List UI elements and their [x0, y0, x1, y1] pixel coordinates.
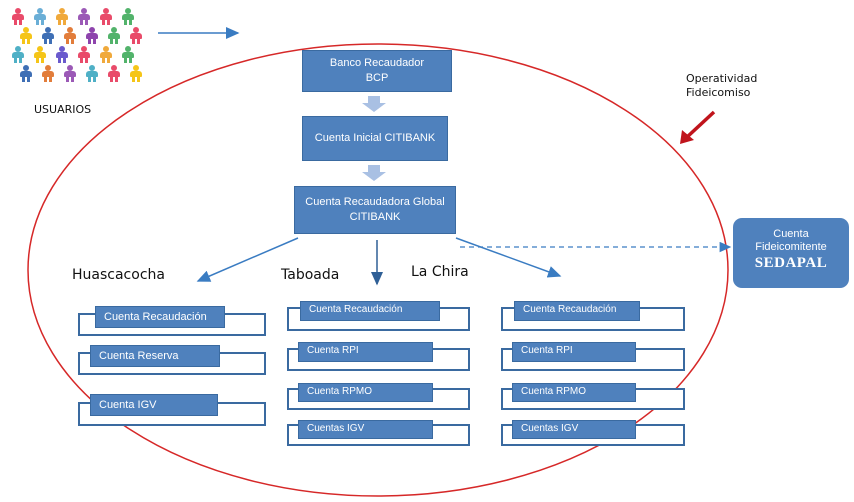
operatividad-arrow	[684, 110, 716, 140]
operatividad-line2: Fideicomiso	[686, 86, 751, 99]
user-person-icon	[20, 65, 32, 82]
user-person-icon	[100, 8, 112, 25]
taboada-account-4: Cuentas IGV	[298, 420, 433, 439]
operatividad-arrowhead	[680, 130, 694, 144]
la-chira-account-4: Cuentas IGV	[512, 420, 636, 439]
user-person-icon	[122, 8, 134, 25]
down-arrow-1	[362, 96, 386, 112]
user-person-icon	[20, 27, 32, 44]
taboada-account-2: Cuenta RPI	[298, 342, 433, 362]
operatividad-line1: Operatividad	[686, 72, 758, 85]
operatividad-label: Operatividad Fideicomiso	[686, 72, 757, 100]
user-person-icon	[42, 27, 54, 44]
user-person-icon	[34, 46, 46, 63]
global-line2: CITIBANK	[349, 211, 401, 223]
taboada-account-1: Cuenta Recaudación	[300, 301, 440, 321]
trust-boundary-ellipse	[27, 43, 729, 497]
user-person-icon	[12, 8, 24, 25]
user-person-icon	[64, 27, 76, 44]
plant-title-la-chira: La Chira	[411, 264, 469, 280]
plant-title-taboada: Taboada	[281, 267, 340, 283]
user-person-icon	[78, 8, 90, 25]
user-person-icon	[100, 46, 112, 63]
user-person-icon	[130, 27, 142, 44]
huascacocha-account-2: Cuenta Reserva	[90, 345, 220, 367]
initial-account-box: Cuenta Inicial CITIBANK	[302, 116, 448, 161]
huascacocha-account-3: Cuenta IGV	[90, 394, 218, 416]
la-chira-account-2: Cuenta RPI	[512, 342, 636, 362]
down-arrow-2	[362, 165, 386, 181]
users-label: USUARIOS	[34, 103, 92, 116]
users-crowd	[12, 8, 154, 88]
global-line1: Cuenta Recaudadora Global	[305, 196, 445, 208]
user-person-icon	[130, 65, 142, 82]
sedapal-line3: SEDAPAL	[754, 255, 828, 271]
taboada-account-3: Cuenta RPMO	[298, 383, 433, 402]
sedapal-line2: Fideicomitente	[755, 241, 827, 253]
la-chira-account-3: Cuenta RPMO	[512, 383, 636, 402]
global-account-box: Cuenta Recaudadora Global CITIBANK	[294, 186, 456, 234]
bank-line2: BCP	[365, 72, 389, 84]
plant-title-huascacocha: Huascacocha	[72, 267, 165, 283]
user-person-icon	[86, 27, 98, 44]
user-person-icon	[64, 65, 76, 82]
user-person-icon	[56, 46, 68, 63]
user-person-icon	[78, 46, 90, 63]
user-person-icon	[108, 27, 120, 44]
bank-line1: Banco Recaudador	[329, 57, 425, 69]
branch-arrow-la-chira	[455, 237, 562, 278]
user-person-icon	[56, 8, 68, 25]
sedapal-line1: Cuenta	[773, 228, 809, 240]
huascacocha-account-1: Cuenta Recaudación	[95, 306, 225, 328]
user-person-icon	[122, 46, 134, 63]
user-person-icon	[108, 65, 120, 82]
user-person-icon	[42, 65, 54, 82]
user-person-icon	[34, 8, 46, 25]
user-person-icon	[12, 46, 24, 63]
la-chira-account-1: Cuenta Recaudación	[514, 301, 640, 321]
user-person-icon	[86, 65, 98, 82]
initial-account-label: Cuenta Inicial CITIBANK	[314, 132, 436, 144]
bank-box: Banco Recaudador BCP	[302, 50, 452, 92]
branch-arrow-huascacocha	[196, 237, 299, 282]
sedapal-box: Cuenta Fideicomitente SEDAPAL	[733, 218, 849, 288]
